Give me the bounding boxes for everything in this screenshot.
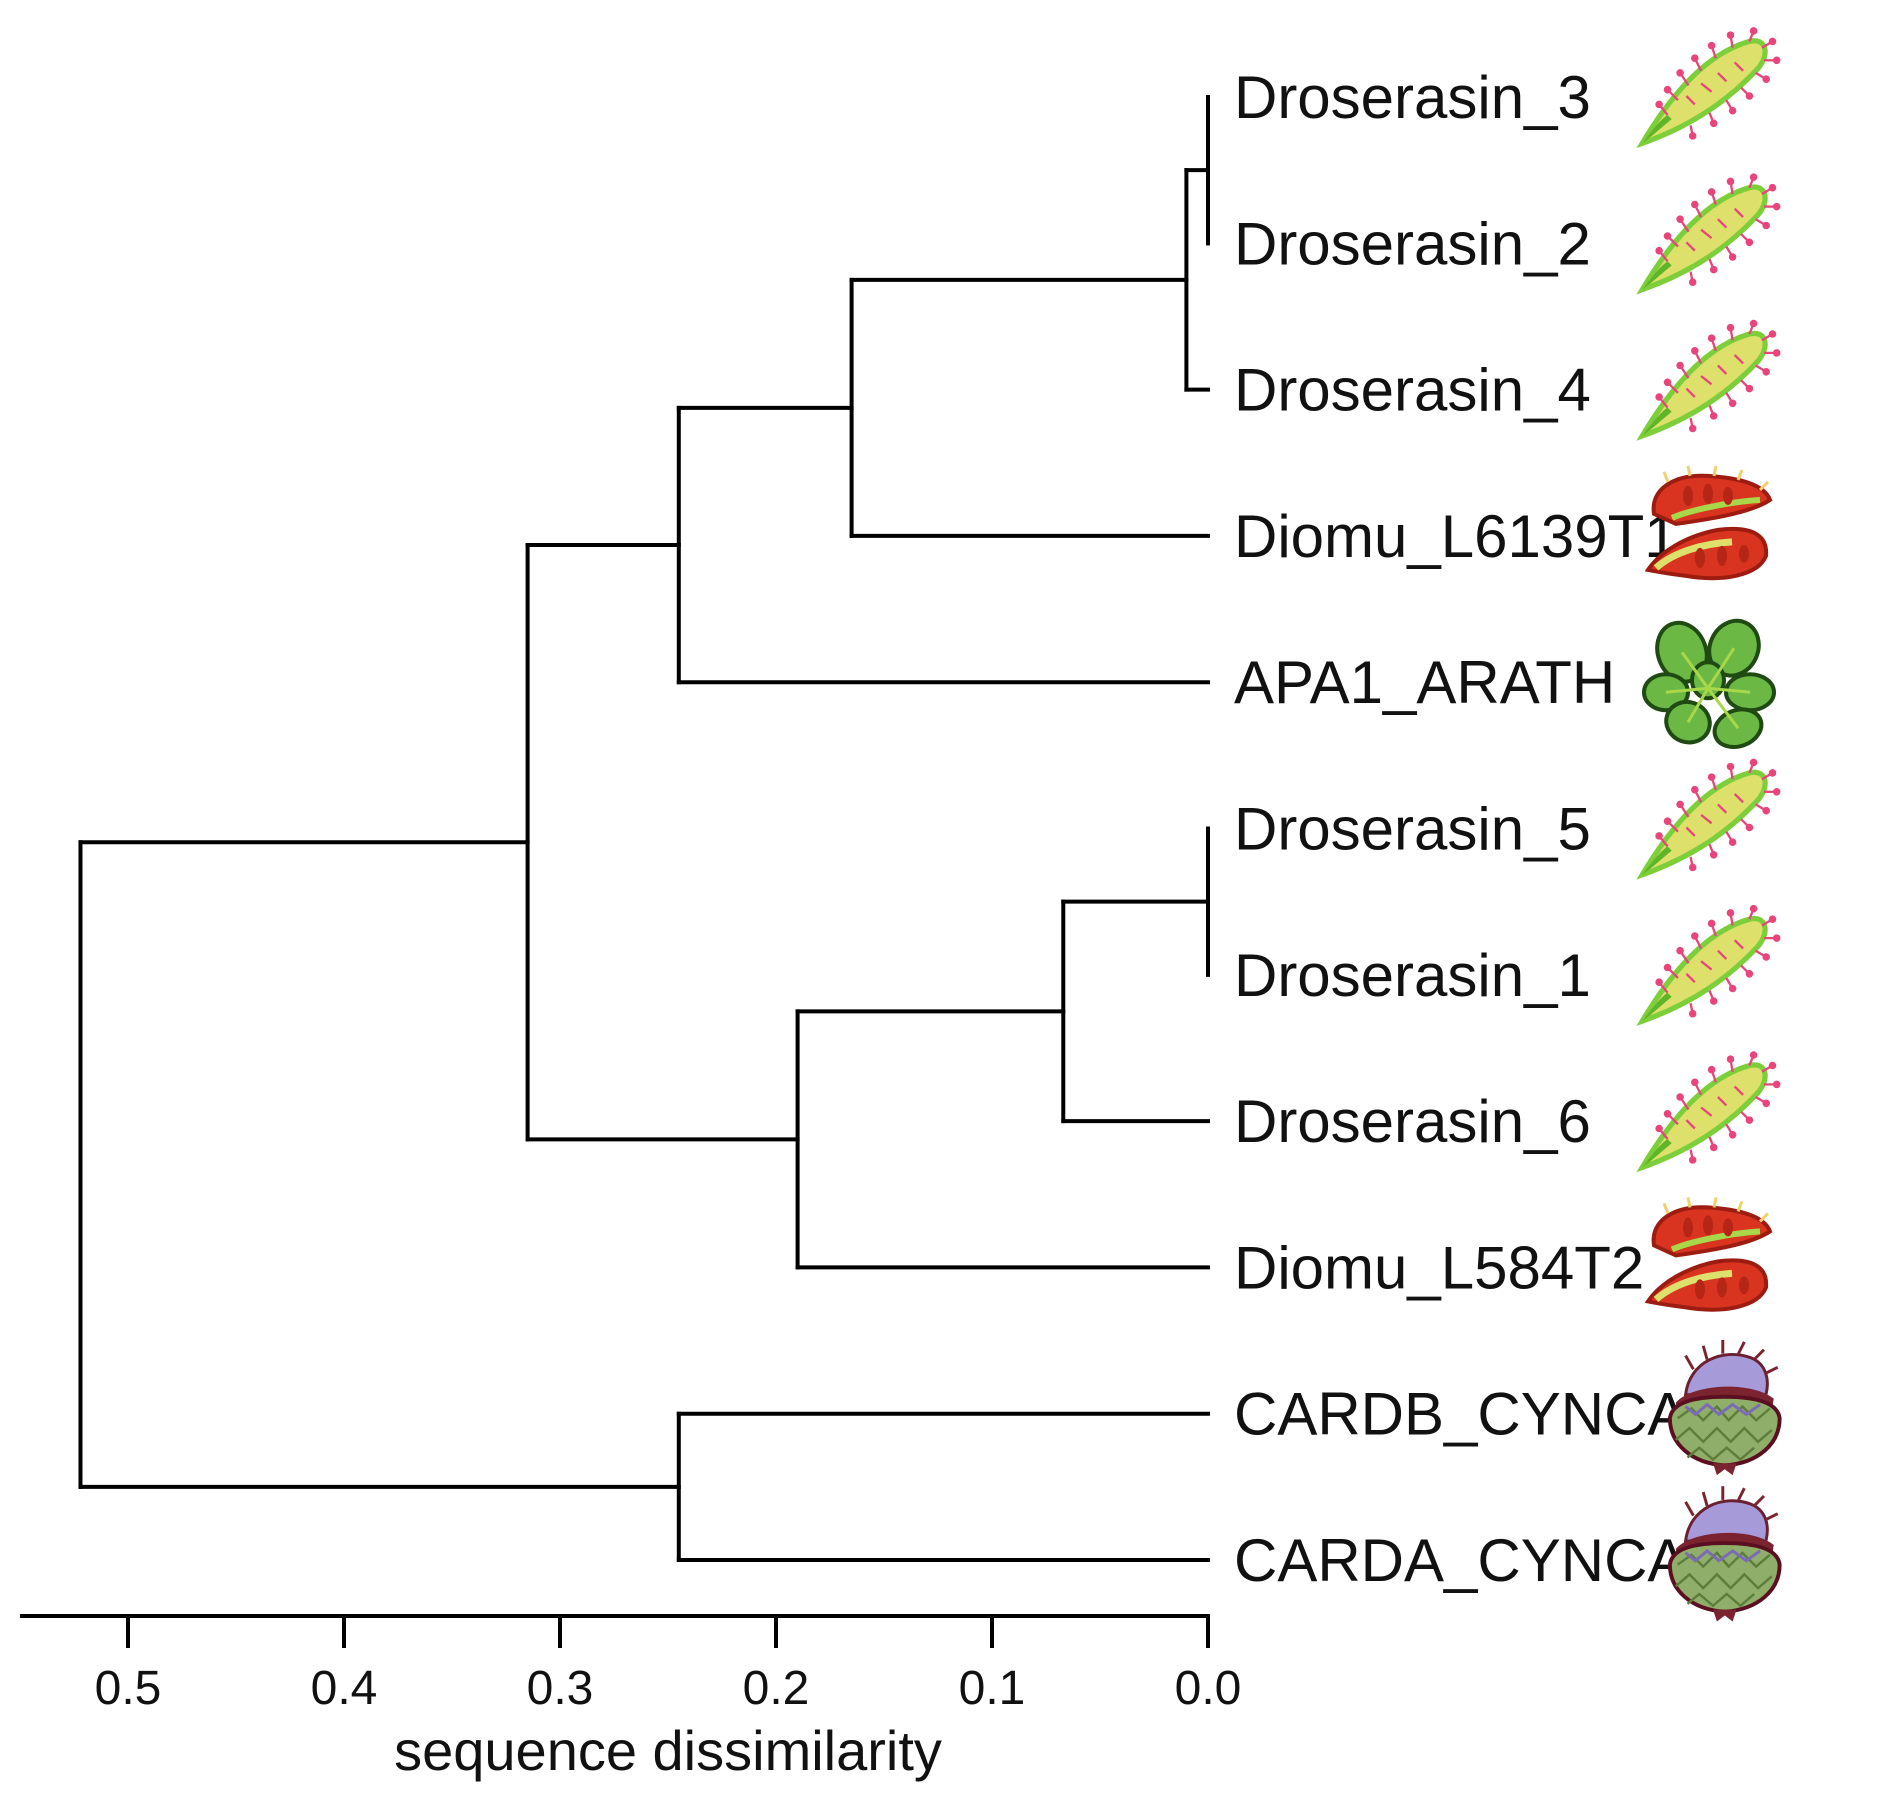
leaf-label: Droserasin_2 — [1234, 210, 1591, 277]
axis-tick-label: 0.3 — [527, 1662, 594, 1715]
x-axis: 0.5 0.4 0.3 0.2 0.1 0.0 sequence dissimilarit… — [20, 1614, 1242, 1782]
leaf-label: CARDB_CYNCA — [1234, 1381, 1687, 1448]
leaf-label: Droserasin_5 — [1234, 796, 1591, 863]
leaf-label: Droserasin_4 — [1234, 357, 1591, 424]
axis-title: sequence dissimilarity — [394, 1719, 942, 1782]
leaf-label: Diomu_L584T2 — [1234, 1234, 1644, 1301]
leaf-label: Droserasin_6 — [1234, 1088, 1591, 1155]
axis-tick-label: 0.4 — [311, 1662, 378, 1715]
sundew-leaf-icon — [1642, 1052, 1779, 1167]
sundew-leaf-icon — [1642, 760, 1779, 875]
sundew-leaf-icon — [1642, 321, 1779, 436]
leaf-label: Droserasin_3 — [1234, 64, 1591, 131]
axis-tick-label: 0.2 — [743, 1662, 810, 1715]
sundew-leaf-icon — [1642, 906, 1779, 1021]
cardoon-flower-icon — [1667, 1484, 1782, 1624]
arabidopsis-rosette-icon — [1642, 610, 1776, 756]
leaf-label: Diomu_L6139T1 — [1234, 503, 1678, 570]
sundew-leaf-icon — [1642, 175, 1779, 290]
leaf-label: APA1_ARATH — [1234, 649, 1615, 716]
axis-tick-label: 0.0 — [1175, 1662, 1242, 1715]
cardoon-flower-icon — [1667, 1337, 1782, 1478]
leaf-labels: Droserasin_3Droserasin_2Droserasin_4Diom… — [1234, 64, 1687, 1594]
axis-tick-label: 0.1 — [959, 1662, 1026, 1715]
leaf-label: Droserasin_1 — [1234, 942, 1591, 1009]
axis-tick-label: 0.5 — [95, 1662, 162, 1715]
tree-branches — [78, 95, 1210, 1562]
venus-flytrap-icon — [1648, 1197, 1770, 1309]
leaf-label: CARDA_CYNCA — [1234, 1527, 1687, 1594]
sundew-leaf-icon — [1642, 28, 1779, 143]
axis-ticks: 0.5 0.4 0.3 0.2 0.1 0.0 — [95, 1616, 1242, 1715]
